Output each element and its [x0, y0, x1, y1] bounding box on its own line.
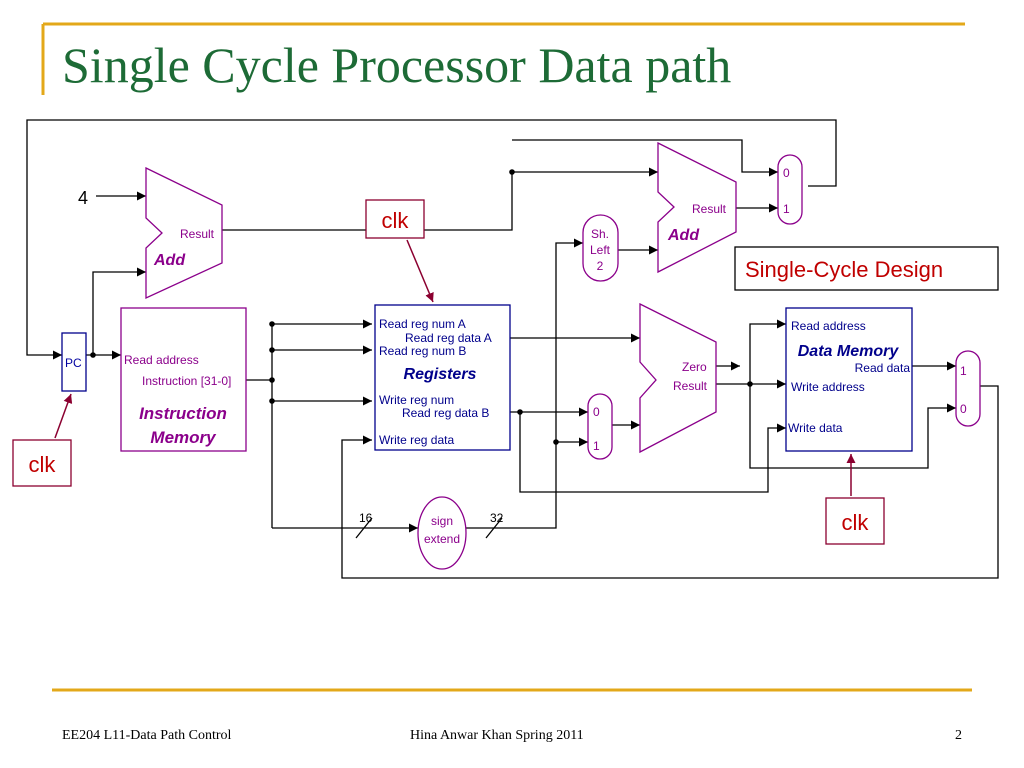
- wire-read-data-b-to-dm: [519, 412, 786, 493]
- mux-alu-in0: 0: [593, 405, 600, 419]
- instruction-memory: Read address Instruction [31-0] Instruct…: [120, 307, 247, 452]
- sign-extend-line2: extend: [424, 532, 460, 546]
- branch-adder-name: Add: [667, 227, 700, 244]
- dm-write-data: Write data: [788, 421, 843, 435]
- reg-name: Registers: [404, 366, 477, 383]
- dm-read-address: Read address: [791, 319, 866, 333]
- im-name-line1: Instruction: [139, 404, 227, 423]
- wire-add-to-mux: [512, 139, 778, 177]
- mux-wb-in1: 1: [960, 364, 967, 378]
- constant-four: 4: [78, 188, 88, 208]
- bus-tick-16: [355, 517, 373, 539]
- wire-alu-to-read-address: [749, 319, 786, 384]
- mux-write-back: 1 0: [955, 350, 981, 427]
- clk-label-right: clk: [825, 454, 885, 545]
- register-file: Read reg num A Read reg data A Read reg …: [374, 304, 511, 451]
- wire-sign-extend-out: [466, 238, 583, 529]
- pc-adder-result-label: Result: [180, 227, 215, 241]
- clk-text-right: clk: [842, 510, 870, 535]
- bus-tick-32: [485, 517, 503, 539]
- slide-decoration: [41, 22, 972, 692]
- clk-text-left: clk: [29, 452, 57, 477]
- shift-left-line1: Sh.: [591, 227, 609, 241]
- design-label: Single-Cycle Design: [745, 257, 943, 282]
- dm-name: Data Memory: [798, 343, 900, 360]
- reg-read-data-a: Read reg data A: [405, 331, 492, 345]
- shift-left-2: Sh. Left 2: [582, 214, 619, 282]
- branch-adder: Result Add: [657, 141, 737, 274]
- sign-extend: sign extend 16 32: [359, 496, 504, 570]
- pc-adder: Result Add: [145, 166, 223, 300]
- mux-pc-in1: 1: [783, 202, 790, 216]
- bus-width-16: 16: [359, 511, 373, 525]
- wire-add-result: [222, 167, 658, 231]
- page-number: 2: [955, 728, 962, 743]
- mux-alu-input: 0 1: [587, 393, 613, 460]
- clk-text-top: clk: [382, 208, 410, 233]
- im-read-address: Read address: [124, 353, 199, 367]
- wire-write-back: [341, 385, 999, 579]
- design-label-box: Single-Cycle Design: [734, 246, 999, 291]
- sign-extend-line1: sign: [431, 514, 453, 528]
- branch-adder-result-label: Result: [692, 202, 727, 216]
- mux-next-pc: 0 1: [777, 154, 803, 225]
- pc-label: PC: [65, 356, 82, 370]
- clk-label-left: clk: [12, 393, 73, 487]
- alu-result: Result: [673, 379, 708, 393]
- footer-course: EE204 L11-Data Path Control: [62, 728, 232, 743]
- reg-read-data-b: Read reg data B: [402, 406, 489, 420]
- pc-register: PC: [61, 332, 87, 392]
- im-instruction: Instruction [31-0]: [142, 374, 231, 388]
- dm-read-data: Read data: [855, 361, 911, 375]
- shift-left-line3: 2: [597, 259, 604, 273]
- datapath-wires: [26, 119, 999, 579]
- alu: Zero Result: [639, 302, 717, 454]
- mux-alu-in1: 1: [593, 439, 600, 453]
- im-name-line2: Memory: [150, 428, 217, 447]
- mux-pc-in0: 0: [783, 166, 790, 180]
- bus-width-32: 32: [490, 511, 504, 525]
- reg-read-num-a: Read reg num A: [379, 317, 466, 331]
- reg-write-num: Write reg num: [379, 393, 454, 407]
- mux-wb-in0: 0: [960, 402, 967, 416]
- wire-mux-to-pc: [26, 119, 837, 360]
- reg-write-data: Write reg data: [379, 433, 454, 447]
- shift-left-line2: Left: [590, 243, 611, 257]
- data-memory: Read address Data Memory Read data Write…: [785, 307, 913, 452]
- clk-label-top: clk: [365, 199, 434, 303]
- reg-read-num-b: Read reg num B: [379, 344, 466, 358]
- slide-title: Single Cycle Processor Data path: [62, 37, 732, 93]
- alu-zero: Zero: [682, 360, 707, 374]
- wire-alu-to-wb-mux: [749, 384, 956, 469]
- dm-write-address: Write address: [791, 380, 865, 394]
- wire-pc-to-add: [92, 267, 146, 355]
- footer-author: Hina Anwar Khan Spring 2011: [410, 728, 584, 743]
- pc-adder-name: Add: [153, 252, 186, 269]
- junctions: [90, 169, 753, 445]
